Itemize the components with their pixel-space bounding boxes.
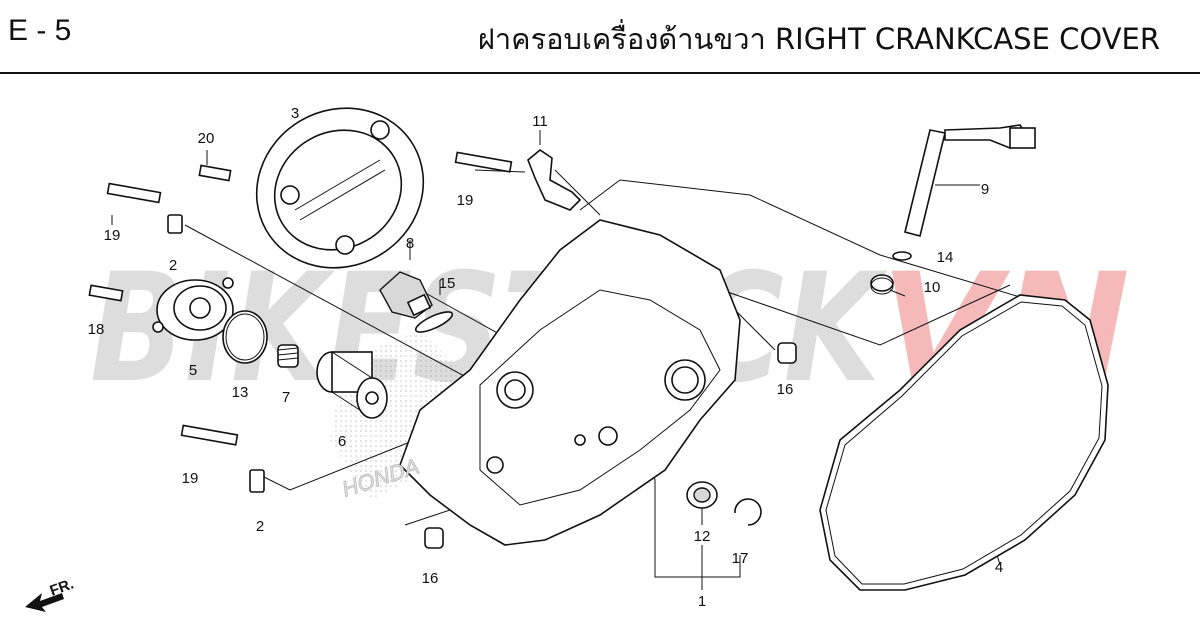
part-10-spring: [870, 274, 906, 297]
callout-2b: 2: [256, 518, 264, 535]
callout-9: 9: [981, 181, 989, 198]
part-2-clamp-lower: [249, 469, 265, 493]
front-marker: FR.: [25, 576, 76, 612]
callout-5: 5: [189, 362, 197, 379]
front-marker-label: FR.: [48, 576, 77, 600]
callout-19c: 19: [182, 470, 199, 487]
callout-10: 10: [924, 279, 941, 296]
callout-15: 15: [439, 275, 456, 292]
part-5-cap: [152, 277, 234, 341]
part-16-dowel-lower: [424, 527, 444, 549]
callout-1: 1: [698, 593, 706, 610]
bolts: [88, 151, 513, 446]
part-11-bracket: [527, 149, 582, 211]
parts-diagram: BIKESTOCK VN: [25, 105, 1130, 612]
part-16-dowel-upper: [777, 342, 797, 364]
part-15-o-ring: [414, 311, 454, 333]
part-14-washer: [892, 251, 912, 261]
callout-7: 7: [282, 389, 290, 406]
part-2-clamp-upper: [167, 214, 183, 234]
page-header: E - 5 ฝาครอบเครื่องด้านขวา RIGHT CRANKCA…: [0, 0, 1200, 74]
callout-12: 12: [694, 528, 711, 545]
part-17-circlip: [734, 498, 762, 526]
callout-19a: 19: [104, 227, 121, 244]
callout-19b: 19: [457, 192, 474, 209]
part-3-cover: [255, 107, 425, 269]
part-1-crankcase-cover: [399, 219, 741, 546]
page-code: E - 5: [8, 14, 72, 47]
callout-4: 4: [995, 559, 1003, 576]
part-8-filler-cap: [379, 271, 433, 319]
callout-11: 11: [532, 113, 548, 130]
callout-16a: 16: [777, 381, 794, 398]
part-4-gasket: [819, 294, 1109, 591]
callout-3: 3: [291, 105, 299, 122]
callout-14: 14: [937, 249, 954, 266]
callout-20: 20: [198, 130, 215, 147]
part-6-oil-filter: [316, 351, 388, 419]
part-12-oil-seal: [686, 481, 718, 509]
page-title: ฝาครอบเครื่องด้านขวา RIGHT CRANKCASE COV…: [477, 22, 1160, 56]
callout-18: 18: [88, 321, 105, 338]
callout-16b: 16: [422, 570, 439, 587]
callouts: 1 2 2 3 4 5 6 7 8 9 10 11 12 13 14 15 16…: [88, 105, 1004, 610]
part-13-o-ring: [222, 310, 268, 364]
callout-17: 17: [732, 550, 749, 567]
part-7-spring: [277, 344, 299, 368]
callout-8: 8: [406, 235, 414, 252]
callout-2a: 2: [169, 257, 177, 274]
callout-13: 13: [232, 384, 249, 401]
part-9-shaft: [904, 124, 1036, 237]
callout-6: 6: [338, 433, 346, 450]
